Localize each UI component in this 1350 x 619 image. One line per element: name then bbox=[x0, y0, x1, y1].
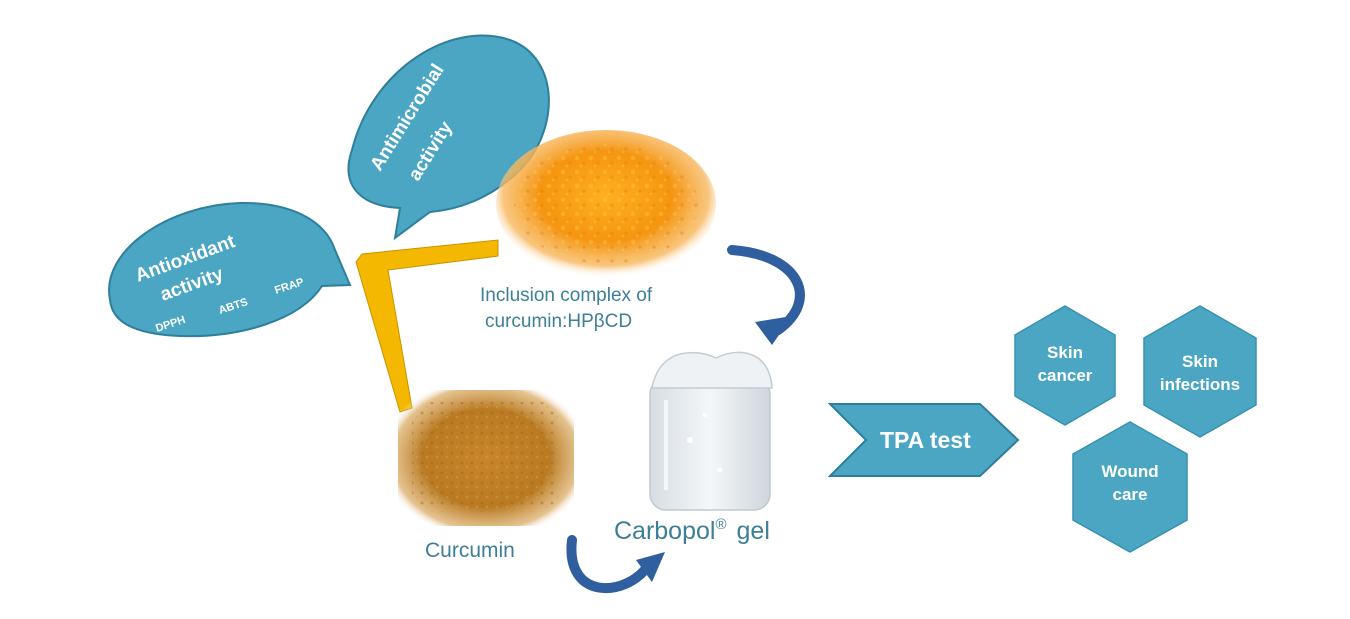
carbopol-label: Carbopol bbox=[614, 517, 715, 545]
chevron-arrow-icon: TPA test bbox=[827, 403, 1020, 477]
svg-text:Wound: Wound bbox=[1101, 462, 1158, 481]
wound-care-line1: Wound bbox=[1101, 462, 1158, 481]
corner-arrow-icon bbox=[355, 239, 499, 413]
hexagon-skin-cancer: Skin cancer bbox=[1014, 305, 1116, 426]
curved-arrow-icon bbox=[566, 535, 665, 593]
svg-text:Skin: Skin bbox=[1047, 343, 1083, 362]
inclusion-label-line2: curcumin:HPβCD bbox=[485, 311, 632, 332]
svg-text:Curcumin: Curcumin bbox=[425, 539, 515, 562]
carbopol-gel-image bbox=[649, 351, 773, 511]
antimicrobial-bubble: Antimicrobial activity bbox=[347, 34, 550, 241]
inclusion-label-line1: Inclusion complex of bbox=[480, 285, 653, 306]
hexagon-wound-care: Wound care bbox=[1072, 421, 1188, 553]
svg-text:Carbopol®gel: Carbopol® gel bbox=[614, 516, 770, 545]
skin-infections-line1: Skin bbox=[1182, 352, 1218, 371]
hexagon-skin-infections: Skin infections bbox=[1143, 305, 1257, 438]
svg-text:Inclusion complex of: Inclusion complex of bbox=[480, 285, 653, 306]
curcumin-image bbox=[398, 390, 574, 526]
curcumin-label: Curcumin bbox=[425, 539, 515, 562]
skin-infections-line2: infections bbox=[1160, 375, 1240, 394]
gel-label: gel bbox=[737, 517, 770, 545]
tpa-test-label: TPA test bbox=[880, 427, 971, 453]
svg-text:infections: infections bbox=[1160, 375, 1240, 394]
registered-mark: ® bbox=[715, 516, 726, 533]
curved-arrow-icon bbox=[727, 245, 805, 345]
svg-text:cancer: cancer bbox=[1038, 366, 1093, 385]
antioxidant-bubble: Antioxidant activity DPPH ABTS FRAP bbox=[108, 201, 352, 338]
wound-care-line2: care bbox=[1113, 485, 1148, 504]
svg-text:curcumin:HPβCD: curcumin:HPβCD bbox=[485, 311, 632, 332]
svg-text:TPA test: TPA test bbox=[880, 427, 971, 453]
svg-text:Skin: Skin bbox=[1182, 352, 1218, 371]
svg-text:care: care bbox=[1113, 485, 1148, 504]
skin-cancer-line2: cancer bbox=[1038, 366, 1093, 385]
inclusion-complex-image bbox=[496, 130, 716, 278]
skin-cancer-line1: Skin bbox=[1047, 343, 1083, 362]
